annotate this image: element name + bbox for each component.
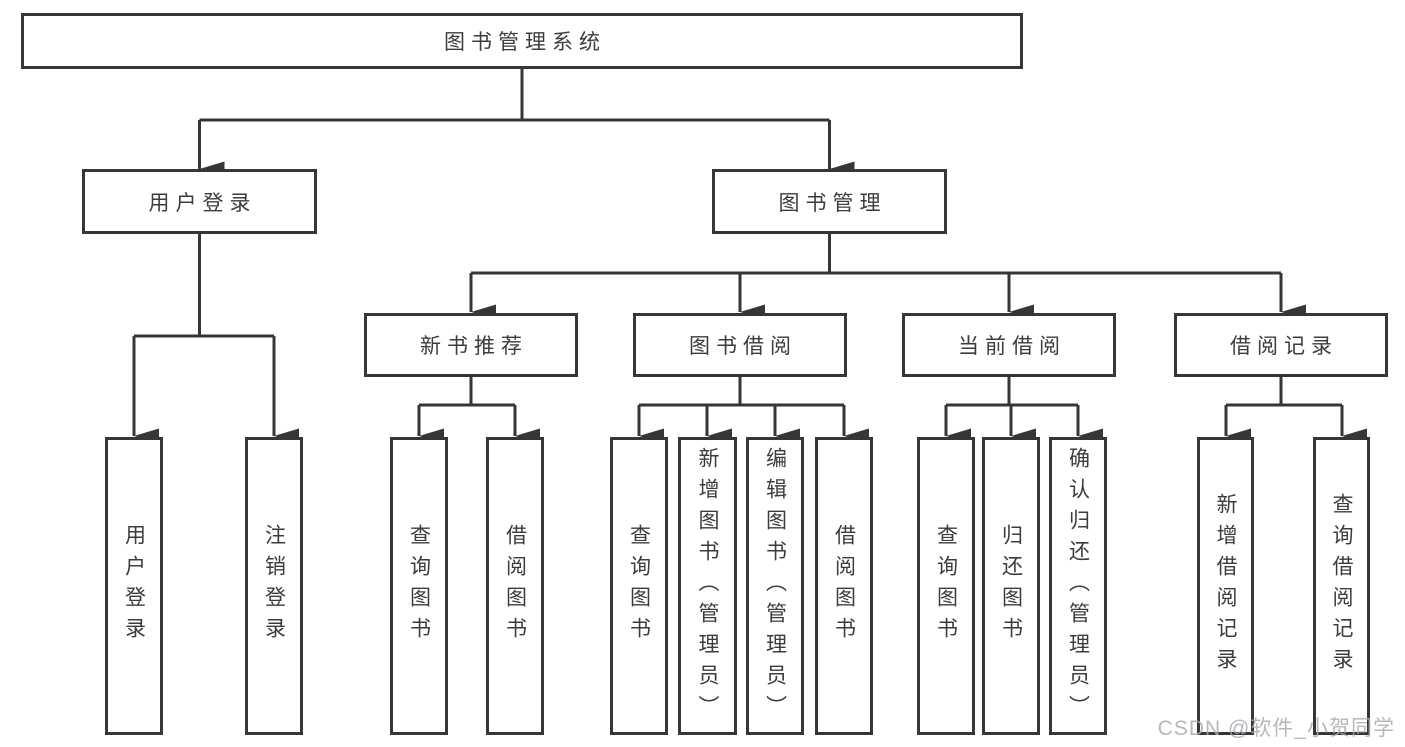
node-book-management: 图书管理 [712, 169, 947, 234]
leaf-borrow-books-1: 借阅图书 [486, 437, 544, 735]
csdn-watermark: CSDN @软件_小贺同学 [1157, 717, 1395, 740]
leaf-return-book: 归还图书 [982, 437, 1040, 735]
leaf-label: 编辑图书（管理员） [763, 446, 787, 726]
leaf-confirm-return-admin: 确认归还（管理员） [1049, 437, 1107, 735]
leaf-label: 查询借阅记录 [1330, 493, 1353, 679]
leaf-borrow-books-2: 借阅图书 [815, 437, 873, 735]
leaf-add-borrow-record: 新增借阅记录 [1197, 437, 1254, 735]
leaf-edit-book-admin: 编辑图书（管理员） [746, 437, 804, 735]
leaf-label: 新增图书（管理员） [696, 446, 719, 726]
leaf-label: 归还图书 [999, 524, 1023, 648]
connector-backbone [134, 69, 1342, 407]
node-user-login: 用户登录 [82, 169, 317, 234]
leaf-add-book-admin: 新增图书（管理员） [678, 437, 737, 735]
leaf-label: 查询图书 [934, 524, 958, 648]
leaf-label: 新增借阅记录 [1214, 493, 1237, 679]
node-borrow-records: 借阅记录 [1174, 313, 1388, 377]
leaf-label: 确认归还（管理员） [1066, 446, 1090, 726]
node-label: 图书管理 [778, 191, 887, 215]
node-label: 用户登录 [148, 191, 257, 215]
leaf-query-books-1: 查询图书 [390, 437, 448, 735]
leaf-label: 用户登录 [122, 524, 146, 648]
leaf-user-login: 用户登录 [105, 437, 163, 735]
node-library-system: 图书管理系统 [21, 13, 1023, 69]
node-label: 新书推荐 [420, 335, 528, 358]
node-current-borrow: 当前借阅 [902, 313, 1116, 377]
node-label: 图书管理系统 [444, 31, 606, 54]
node-label: 图书借阅 [689, 335, 797, 358]
node-book-borrow: 图书借阅 [633, 313, 847, 377]
node-label: 当前借阅 [958, 335, 1066, 358]
leaf-query-borrow-record: 查询借阅记录 [1313, 437, 1370, 735]
leaf-query-books-3: 查询图书 [917, 437, 975, 735]
leaf-label: 注销登录 [262, 524, 286, 648]
leaf-query-books-2: 查询图书 [610, 437, 668, 735]
node-label: 借阅记录 [1230, 335, 1338, 358]
leaf-label: 借阅图书 [832, 524, 856, 648]
leaf-logout: 注销登录 [245, 437, 303, 735]
leaf-label: 借阅图书 [503, 524, 527, 648]
node-new-book-recommend: 新书推荐 [364, 313, 578, 377]
leaf-label: 查询图书 [627, 524, 651, 648]
leaf-label: 查询图书 [407, 524, 431, 648]
